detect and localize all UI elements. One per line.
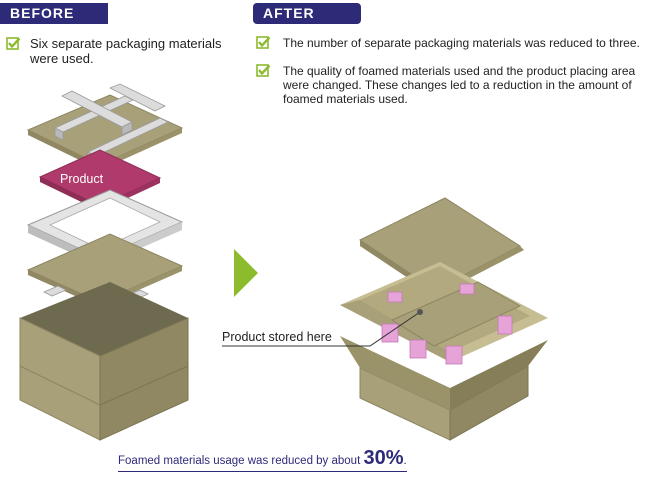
after-item-2: The quality of foamed materials used and… — [283, 64, 636, 106]
product-stored-label: Product stored here — [222, 330, 332, 344]
product-callout — [222, 309, 423, 347]
before-badge: BEFORE — [0, 3, 108, 24]
after-box — [340, 262, 548, 441]
checkbox-icon — [256, 64, 271, 77]
after-foam-pieces — [381, 283, 513, 365]
before-item: Six separate packaging materials were us… — [30, 36, 222, 66]
after-badge: AFTER — [253, 3, 361, 24]
after-item-1: The number of separate packaging materia… — [283, 36, 640, 50]
summary-text: Foamed materials usage was reduced by ab… — [118, 448, 407, 472]
checkbox-icon — [256, 36, 271, 49]
arrow-icon — [234, 249, 258, 297]
before-box — [19, 282, 189, 441]
product-label: Product — [60, 172, 104, 186]
checkbox-icon — [6, 37, 21, 50]
reduction-value: 30% — [363, 447, 404, 469]
after-inner-tray — [390, 281, 522, 347]
before-top-foam — [54, 83, 169, 165]
